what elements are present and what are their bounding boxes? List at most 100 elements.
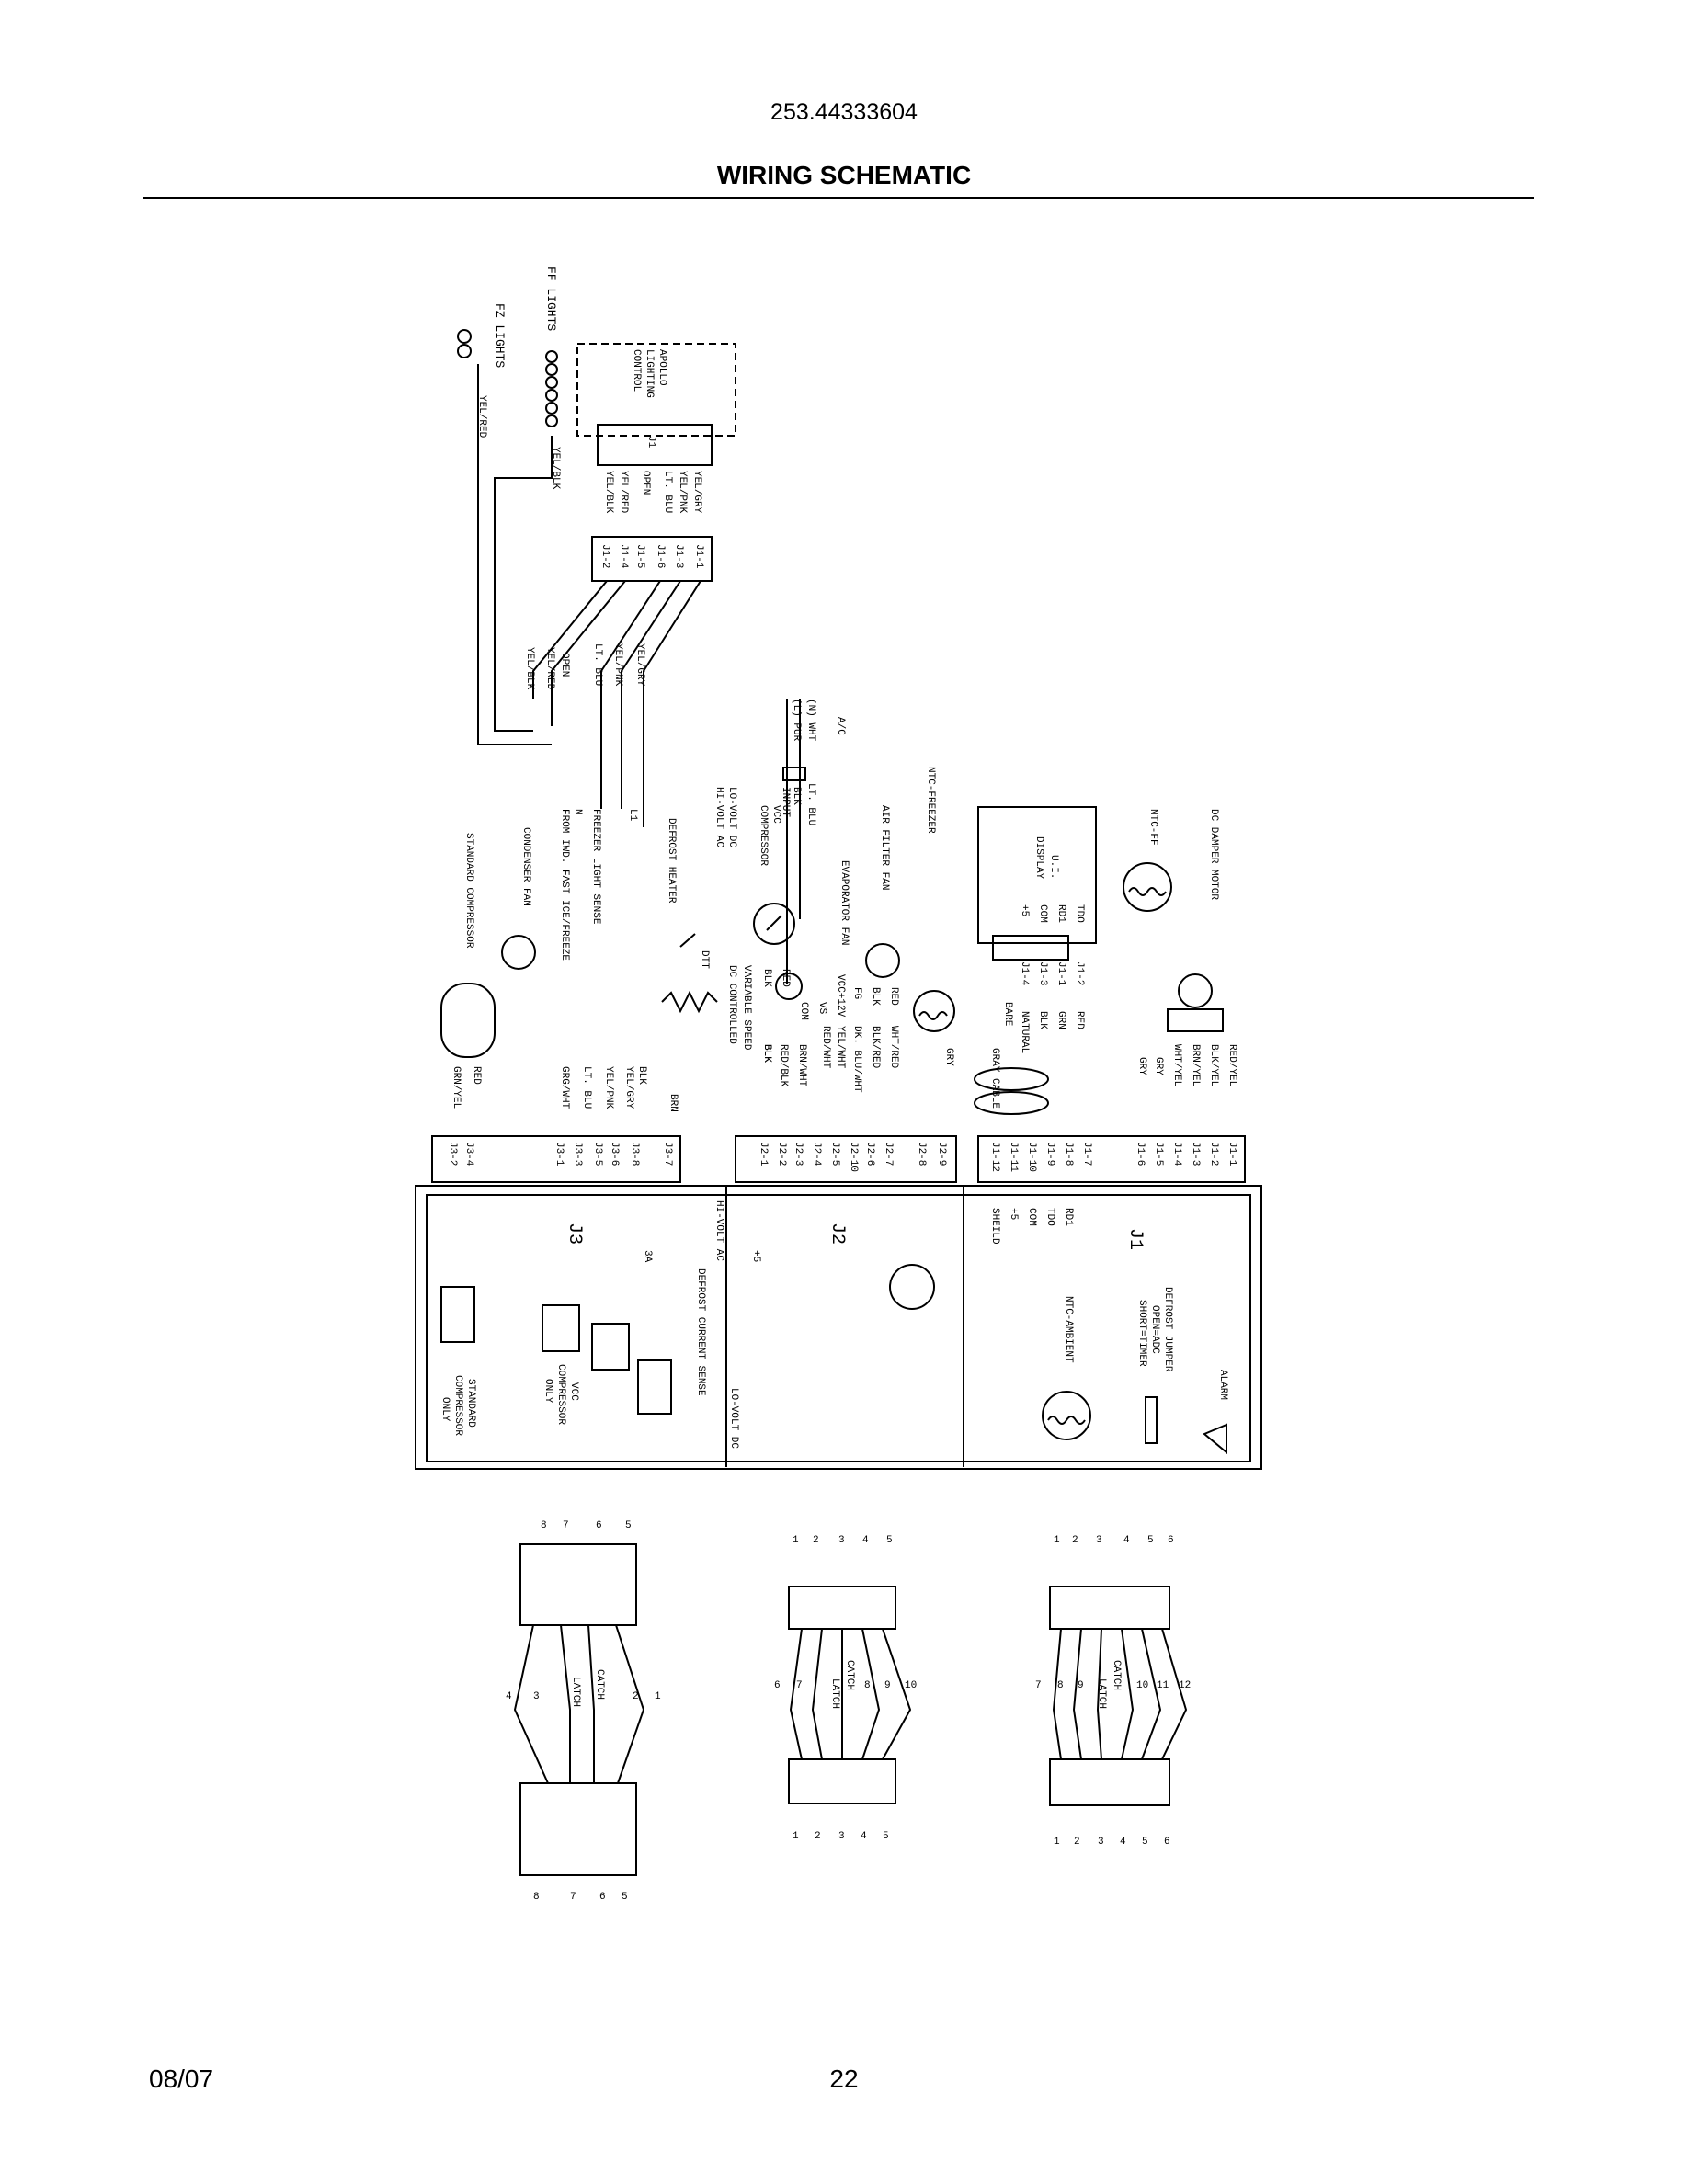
dc-controlled-label: DC CONTROLLED <box>726 965 737 1044</box>
c10-top-pin: 3 <box>838 1535 845 1546</box>
j2-pin: J2-7 <box>883 1142 894 1166</box>
ff-lights-icon <box>545 350 558 427</box>
j3-pin: J3-7 <box>662 1142 673 1166</box>
j1-pin: J1-12 <box>989 1142 1000 1172</box>
alarm-label: ALARM <box>1217 1370 1228 1400</box>
condenser-fan-label: CONDENSER FAN <box>520 827 531 906</box>
model-number: 253.44333604 <box>770 99 918 125</box>
j2-pin: J2-8 <box>916 1142 927 1166</box>
ac-label: A/C <box>835 717 846 735</box>
connector-12-bottom <box>1049 1758 1170 1806</box>
apollo-label-1: APOLLO <box>656 349 667 386</box>
c12-bottom-pin: 2 <box>1074 1837 1080 1848</box>
standard-compressor-label: STANDARD COMPRESSOR <box>463 833 474 949</box>
ui-wire-3: BLK <box>1037 1011 1048 1029</box>
footer-date: 08/07 <box>149 2065 214 2093</box>
lo-volt-label: LO-VOLT DC <box>726 787 737 847</box>
j1-left-pin-labels: J1-7 J1-8 J1-9 J1-10 J1-11 J1-12 <box>989 1142 1092 1172</box>
j1-side-5: SHEILD <box>989 1208 1000 1245</box>
lighting-j1-connector <box>597 424 713 466</box>
std-only-2: COMPRESSOR <box>452 1375 463 1436</box>
bare-label: BARE <box>1002 1002 1013 1027</box>
damper-wire: WHT/YEL <box>1171 1044 1182 1086</box>
latch-label-8: LATCH <box>570 1677 581 1707</box>
j3-wire-labels: BRN BLK YEL/GRY YEL/PNK LT. BLU GRG/WHT … <box>451 1066 679 1112</box>
j1-pin: J1-5 <box>1153 1142 1164 1166</box>
evap-pin: FG <box>851 987 862 999</box>
c12-bottom-pin: 4 <box>1120 1837 1126 1848</box>
neutral-label: (N) WHT <box>805 699 816 742</box>
j3-pin: J3-5 <box>592 1142 603 1166</box>
ui-pin-2: RD1 <box>1055 904 1066 923</box>
damper-motor-icon <box>1178 973 1213 1008</box>
standard-compressor-icon <box>440 983 496 1058</box>
j3-wire: YEL/PNK <box>603 1066 614 1109</box>
c12-bottom-pin: 6 <box>1164 1837 1170 1848</box>
ui-wire-1: RED <box>1074 1011 1085 1029</box>
defrost-jumper-2: OPEN=ADC <box>1149 1305 1160 1354</box>
ff-wire-label: YEL/BLK <box>550 447 561 490</box>
j1-pin: J1-10 <box>1026 1142 1037 1172</box>
j2-wire: YEL/WHT <box>835 1026 846 1069</box>
c8-bottom-pin: 5 <box>622 1892 628 1903</box>
lighting-pin-block <box>591 536 713 582</box>
page-title: WIRING SCHEMATIC <box>716 161 972 189</box>
lighting-wire-1: YEL/GRY <box>691 471 702 514</box>
lighting-wire-3: LT. BLU <box>662 471 673 513</box>
j2-pin: J2-5 <box>829 1142 840 1166</box>
j2-pin: J2-3 <box>793 1142 804 1166</box>
ui-j-2: J1-1 <box>1055 961 1066 986</box>
vcc-only-1: VCC <box>568 1382 579 1401</box>
board-j2-label: J2 <box>827 1223 848 1245</box>
board-j3-label: J3 <box>564 1223 585 1245</box>
n-label: N <box>572 809 583 815</box>
gray-cable-label: GRAY CABLE <box>989 1048 1000 1109</box>
c12-top-pin: 4 <box>1123 1535 1130 1546</box>
evap-fan-pin-labels: RED BLK FG VCC+12V VS COM <box>798 974 899 1020</box>
j2-pin: J2-2 <box>776 1142 787 1166</box>
display-label: DISPLAY <box>1033 836 1044 880</box>
fz-lights-icon <box>457 329 472 358</box>
lighting-pin-5: J1-4 <box>618 544 629 569</box>
ui-j-4: J1-4 <box>1019 961 1030 986</box>
ui-pin-4: +5 <box>1019 904 1030 916</box>
vcc-label: VCC <box>770 805 781 824</box>
damper-wire: BRN/YEL <box>1190 1044 1201 1086</box>
lighting-wire-6: YEL/BLK <box>603 471 614 514</box>
std-only-1: STANDARD <box>465 1379 476 1428</box>
j2-wire: RED/WHT <box>820 1026 831 1069</box>
j1-pin: J1-3 <box>1190 1142 1201 1166</box>
page-number: 22 <box>829 2065 859 2093</box>
c12-mid-pin: 8 <box>1057 1680 1064 1691</box>
ui-pin-3: COM <box>1037 904 1048 923</box>
connector-10-bottom <box>788 1758 896 1804</box>
c10-mid-pin: 9 <box>884 1680 891 1691</box>
catch-label-12: CATCH <box>1111 1660 1122 1690</box>
c10-mid-pin: 7 <box>796 1680 803 1691</box>
ui-j-3: J1-3 <box>1037 961 1048 985</box>
evap-pin: RED <box>888 987 899 1006</box>
board-hi-volt-label: HI-VOLT AC <box>713 1200 724 1261</box>
j3-pin: J3-3 <box>572 1142 583 1166</box>
c12-top-pin: 3 <box>1096 1535 1102 1546</box>
ntc-ambient-label: NTC-AMBIENT <box>1063 1296 1074 1363</box>
c12-mid-pin: 7 <box>1035 1680 1042 1691</box>
damper-wire-labels: RED/YEL BLK/YEL BRN/YEL WHT/YEL GRY GRY <box>1136 1044 1237 1086</box>
j3-wire: LT. BLU <box>581 1066 592 1109</box>
lighting-pin-2: J1-3 <box>673 544 684 568</box>
variable-speed-label: VARIABLE SPEED <box>741 965 752 1051</box>
damper-wire: BLK/YEL <box>1208 1044 1219 1086</box>
lighting-pin-1: J1-1 <box>693 544 704 569</box>
ntc-ff-icon <box>1123 862 1172 912</box>
evap-pin: VCC+12V <box>835 974 846 1018</box>
j3-wire: RED <box>471 1066 482 1085</box>
j1-side-1: RD1 <box>1063 1208 1074 1226</box>
defrost-jumper-3: SHORT=TIMER <box>1136 1300 1147 1367</box>
board-j1-label: J1 <box>1124 1228 1146 1250</box>
c10-top-pin: 4 <box>862 1535 869 1546</box>
j2-wire: GRY <box>943 1048 954 1066</box>
evaporator-fan-label: EVAPORATOR FAN <box>838 860 850 945</box>
connector-10-top <box>788 1586 896 1630</box>
j2-wire: BLK/RED <box>870 1026 881 1069</box>
comp-pin: BLK <box>761 1044 772 1063</box>
